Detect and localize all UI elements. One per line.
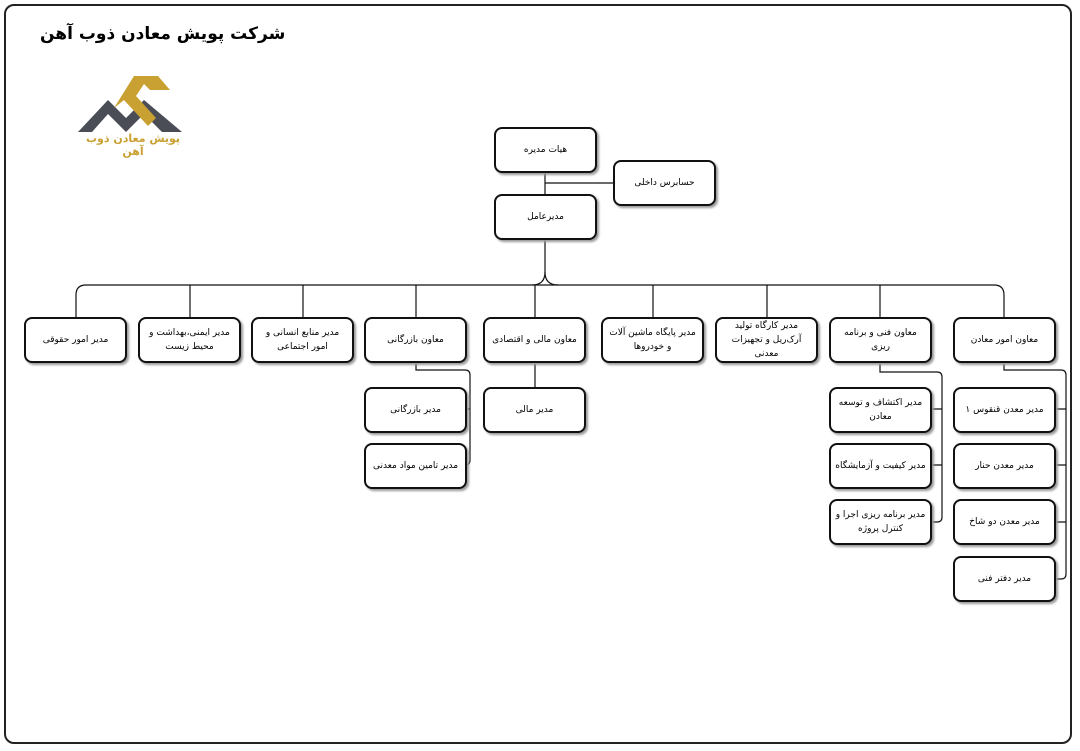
page-title: شرکت پویش معادن ذوب آهن: [40, 24, 286, 44]
company-logo: [78, 76, 182, 132]
mine-3-box[interactable]: مدیر معدن دو شاخ: [953, 499, 1056, 545]
legal-affairs-box[interactable]: مدیر امور حقوقی: [24, 317, 127, 363]
commerce-deputy-box[interactable]: معاون بازرگانی: [364, 317, 467, 363]
finance-deputy-box[interactable]: معاون مالی و اقتصادی: [483, 317, 586, 363]
ceo-box[interactable]: مدیرعامل: [494, 194, 597, 240]
technical-office-box[interactable]: مدیر دفتر فنی: [953, 556, 1056, 602]
workshop-box[interactable]: مدیر کارگاه تولید آرک‌ریل و تجهیزات معدن…: [715, 317, 818, 363]
internal-auditor-box[interactable]: حسابرس داخلی: [613, 160, 716, 206]
logo-text: پویش معادن ذوب آهن: [85, 132, 181, 158]
mine-2-box[interactable]: مدیر معدن حنار: [953, 443, 1056, 489]
hr-box[interactable]: مدیر منابع انسانی و امور اجتماعی: [251, 317, 354, 363]
hse-box[interactable]: مدیر ایمنی،بهداشت و محیط زیست: [138, 317, 241, 363]
finance-manager-box[interactable]: مدیر مالی: [483, 387, 586, 433]
mineral-supply-box[interactable]: مدیر تامین مواد معدنی: [364, 443, 467, 489]
board-of-directors-box[interactable]: هیات مدیره: [494, 127, 597, 173]
exploration-box[interactable]: مدیر اکتشاف و توسعه معادن: [829, 387, 932, 433]
mine-1-box[interactable]: مدیر معدن قنقوس ۱: [953, 387, 1056, 433]
technical-deputy-box[interactable]: معاون فنی و برنامه ریزی: [829, 317, 932, 363]
machinery-base-box[interactable]: مدیر پایگاه ماشین آلات و خودروها: [601, 317, 704, 363]
frame-border: [4, 4, 1072, 744]
quality-lab-box[interactable]: مدیر کیفیت و آزمایشگاه: [829, 443, 932, 489]
mines-deputy-box[interactable]: معاون امور معادن: [953, 317, 1056, 363]
planning-control-box[interactable]: مدیر برنامه ریزی اجرا و کنترل پروژه: [829, 499, 932, 545]
commerce-manager-box[interactable]: مدیر بازرگانی: [364, 387, 467, 433]
